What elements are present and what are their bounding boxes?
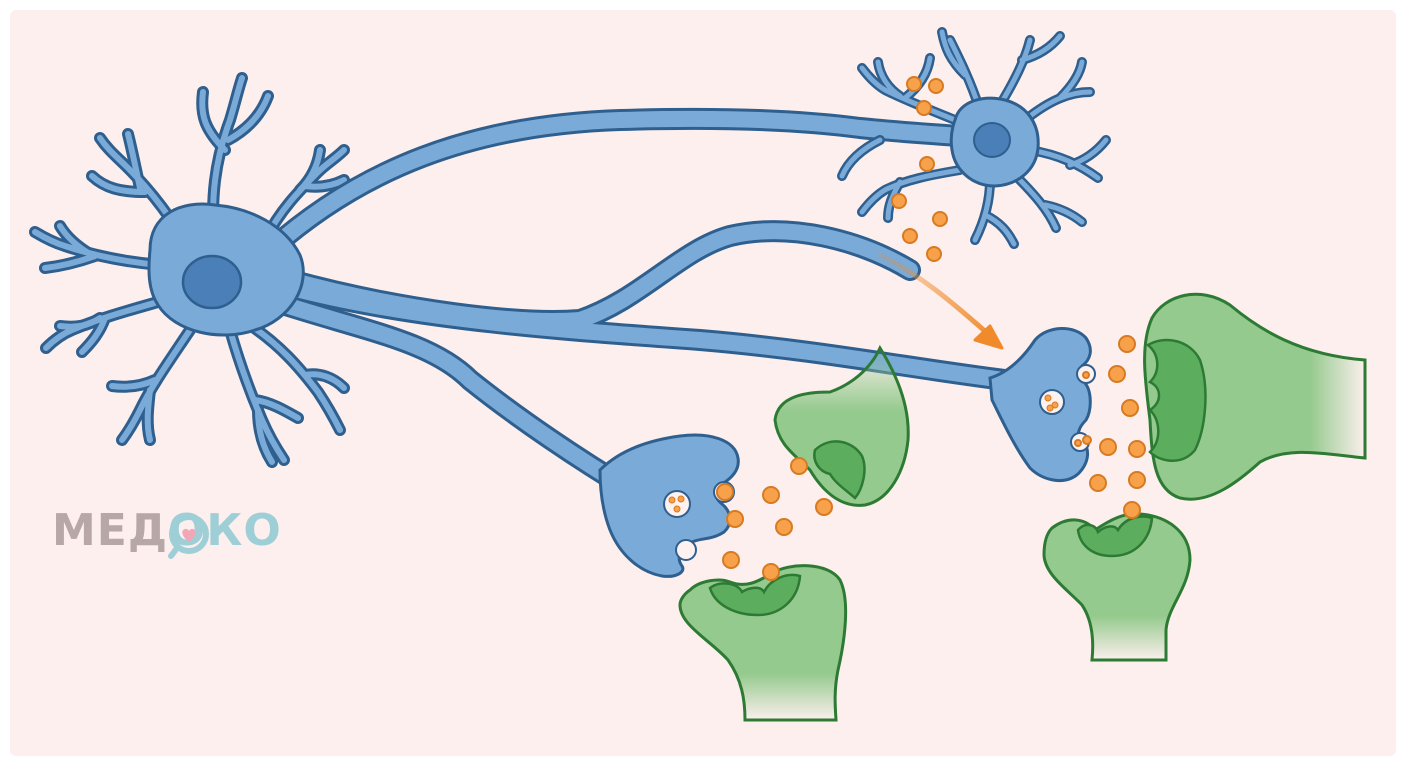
magnifier-heart-icon: [168, 514, 209, 559]
receptor-bottom-right: [1042, 512, 1192, 662]
receptor-middle-top: [773, 344, 910, 507]
main-neuron-dendrites: [29, 72, 350, 468]
main-neuron-axons: [259, 107, 1031, 501]
axon-terminal-right: [988, 327, 1096, 483]
signal-arrow: [877, 252, 1004, 350]
upper-neuron-nucleus: [973, 122, 1011, 158]
neurotransmitters: [716, 76, 1146, 581]
logo-text-a: МЕД: [52, 505, 169, 556]
axon-terminal-lower: [598, 433, 740, 578]
arrow-head-icon: [973, 324, 1004, 350]
receptor-bottom-middle: [678, 564, 848, 722]
vesicle-pocket: [663, 490, 691, 518]
upper-neuron: [837, 27, 1111, 249]
main-neuron-nucleus: [181, 254, 243, 310]
main-neuron: [29, 72, 1031, 501]
receptor-right: [1143, 292, 1367, 501]
